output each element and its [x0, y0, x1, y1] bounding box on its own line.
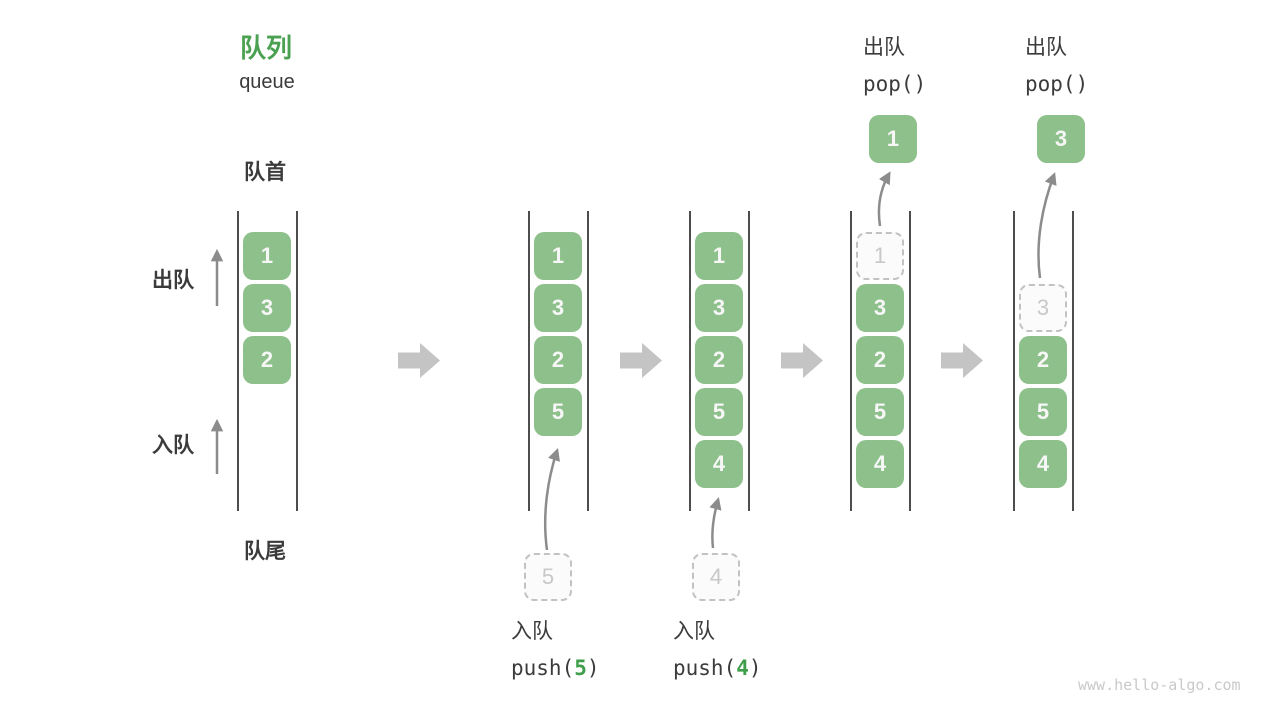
queue-cell: 3 — [856, 284, 904, 332]
queue-wall-left — [850, 211, 852, 511]
queue-cell-ghost: 3 — [1019, 284, 1067, 332]
queue-cell: 5 — [534, 388, 582, 436]
queue-wall-right — [748, 211, 750, 511]
queue-cell: 5 — [1019, 388, 1067, 436]
queue-wall-right — [909, 211, 911, 511]
popped-cell: 1 — [869, 115, 917, 163]
queue-wall-left — [689, 211, 691, 511]
operation-caption-pop-1: 出队 pop() — [863, 31, 926, 96]
operation-caption-push-4: 入队 push(4) — [673, 615, 762, 680]
queue-cell: 4 — [1019, 440, 1067, 488]
queue-wall-right — [296, 211, 298, 511]
operation-code: pop() — [1025, 72, 1088, 96]
code-arg: 5 — [574, 656, 587, 680]
queue-cell-ghost: 1 — [856, 232, 904, 280]
code-post: ) — [586, 656, 600, 680]
queue-wall-left — [1013, 211, 1015, 511]
queue-cell: 1 — [243, 232, 291, 280]
queue-cell: 2 — [695, 336, 743, 384]
operation-label: 入队 — [511, 620, 553, 643]
transition-arrow-icon-3 — [781, 343, 823, 378]
queue-wall-right — [1072, 211, 1074, 511]
code-arg: 4 — [736, 656, 749, 680]
queue-state-4: 1 3 2 5 4 — [850, 211, 911, 511]
queue-cell: 2 — [856, 336, 904, 384]
enqueue-direction-label: 入队 — [152, 434, 194, 457]
queue-cell: 3 — [534, 284, 582, 332]
queue-wall-left — [237, 211, 239, 511]
diagram-title-zh: 队列 — [239, 33, 293, 63]
diagram-title-en: queue — [239, 71, 295, 93]
transition-arrow-icon-4 — [941, 343, 983, 378]
incoming-cell: 4 — [692, 553, 740, 601]
code-post: ) — [748, 656, 762, 680]
queue-wall-left — [528, 211, 530, 511]
queue-cell: 2 — [534, 336, 582, 384]
watermark: www.hello-algo.com — [1078, 676, 1241, 694]
code-pre: pop( — [863, 72, 914, 96]
operation-code: push(5) — [511, 656, 600, 680]
dequeue-direction-label: 出队 — [152, 269, 194, 292]
queue-state-1: 1 3 2 — [237, 211, 298, 511]
operation-label: 入队 — [673, 620, 715, 643]
popped-cell: 3 — [1037, 115, 1085, 163]
queue-rear-label: 队尾 — [244, 540, 286, 563]
queue-cell: 1 — [534, 232, 582, 280]
queue-cell: 3 — [243, 284, 291, 332]
queue-front-label: 队首 — [244, 161, 286, 184]
operation-code: pop() — [863, 72, 926, 96]
code-post: ) — [913, 72, 927, 96]
code-pre: push( — [511, 656, 575, 680]
queue-state-5: 3 2 5 4 — [1013, 211, 1074, 511]
incoming-cell: 5 — [524, 553, 572, 601]
queue-cell: 1 — [695, 232, 743, 280]
operation-caption-push-5: 入队 push(5) — [511, 615, 600, 680]
operation-code: push(4) — [673, 656, 762, 680]
operation-label: 出队 — [1025, 36, 1067, 59]
queue-cell: 3 — [695, 284, 743, 332]
queue-cell: 2 — [1019, 336, 1067, 384]
queue-wall-right — [587, 211, 589, 511]
queue-cell: 5 — [856, 388, 904, 436]
code-pre: pop( — [1025, 72, 1076, 96]
code-pre: push( — [673, 656, 737, 680]
queue-cell: 2 — [243, 336, 291, 384]
operation-label: 出队 — [863, 36, 905, 59]
transition-arrow-icon-1 — [398, 343, 440, 378]
queue-cell: 4 — [695, 440, 743, 488]
queue-cell: 4 — [856, 440, 904, 488]
queue-cell: 5 — [695, 388, 743, 436]
transition-arrow-icon-2 — [620, 343, 662, 378]
code-post: ) — [1075, 72, 1089, 96]
queue-state-3: 1 3 2 5 4 — [689, 211, 750, 511]
queue-state-2: 1 3 2 5 — [528, 211, 589, 511]
operation-caption-pop-3: 出队 pop() — [1025, 31, 1088, 96]
